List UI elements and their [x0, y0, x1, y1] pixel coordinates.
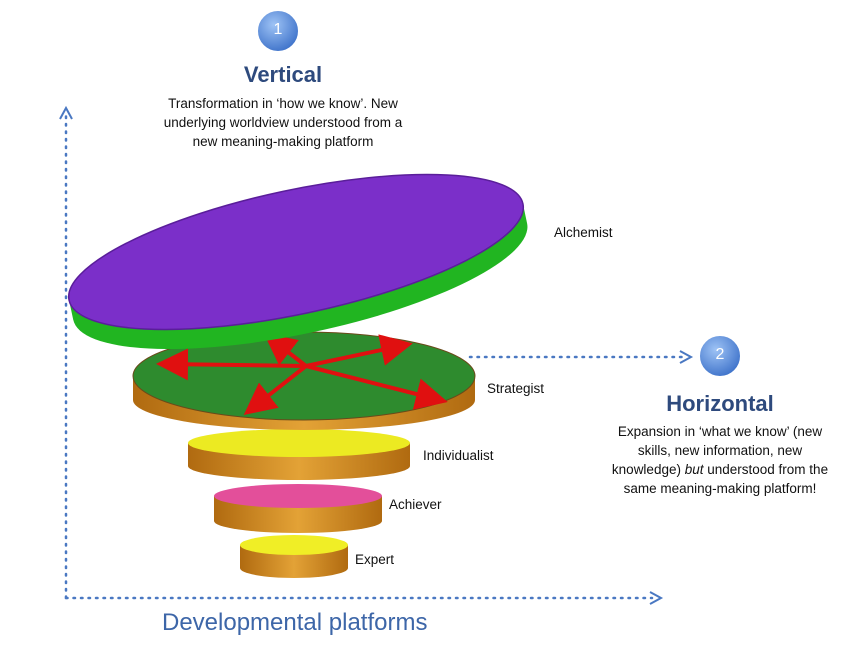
- expansion-arrows: [156, 333, 448, 415]
- horizontal-axis: [64, 591, 664, 605]
- label-alchemist: Alchemist: [554, 225, 613, 240]
- horizontal-desc-line-3: knowledge) but understood from the: [582, 460, 858, 479]
- vertical-desc-line-2: underlying worldview understood from a: [163, 115, 403, 130]
- horizontal-description: Expansion in ‘what we know’ (new skills,…: [582, 422, 858, 498]
- arrow-lower-right: [305, 364, 448, 410]
- arrow-upper-right: [305, 334, 413, 368]
- horizontal-badge: [698, 334, 742, 378]
- vertical-title: Vertical: [243, 62, 323, 87]
- horizontal-axis-arrowhead: [649, 591, 664, 605]
- horizontal-desc-italic: but: [684, 462, 704, 477]
- label-expert: Expert: [355, 552, 395, 567]
- horizontal-desc-line-3-tail: understood from the: [703, 462, 829, 477]
- achiever-top: [214, 484, 382, 508]
- vertical-axis: [59, 105, 73, 600]
- alchemist-platform: [67, 173, 528, 350]
- horizontal-title: Horizontal: [666, 391, 774, 416]
- arrow-down-left: [243, 364, 308, 415]
- arrow-left: [156, 348, 307, 381]
- arrow-up: [263, 333, 308, 368]
- vertical-desc-line-3: new meaning-making platform: [192, 134, 374, 149]
- horizontal-desc-line-1: Expansion in ‘what we know’ (new: [617, 424, 823, 439]
- label-strategist: Strategist: [487, 381, 545, 396]
- horizontal-badge-number: 2: [715, 346, 725, 363]
- horizontal-desc-line-3-head: knowledge): [611, 462, 685, 477]
- alchemist-top: [67, 173, 525, 331]
- vertical-desc-line-1: Transformation in ‘how we know’. New: [168, 96, 398, 111]
- strategist-platform: [132, 331, 476, 430]
- individualist-top: [188, 429, 410, 457]
- horizontal-expansion-connector: [468, 350, 694, 364]
- vertical-axis-arrowhead: [59, 105, 73, 120]
- horizontal-desc-line-4: same meaning-making platform!: [623, 481, 817, 496]
- individualist-platform: [188, 429, 410, 480]
- vertical-badge: [256, 9, 300, 53]
- expert-platform: [240, 535, 348, 578]
- vertical-badge-number: 1: [273, 21, 283, 38]
- label-achiever: Achiever: [389, 497, 442, 512]
- expert-top: [240, 535, 348, 555]
- horizontal-desc-line-2: skills, new information, new: [637, 443, 803, 458]
- vertical-description: Transformation in ‘how we know’. New und…: [108, 94, 458, 151]
- label-individualist: Individualist: [423, 448, 494, 463]
- achiever-platform: [214, 484, 382, 533]
- axis-label: Developmental platforms: [162, 609, 428, 636]
